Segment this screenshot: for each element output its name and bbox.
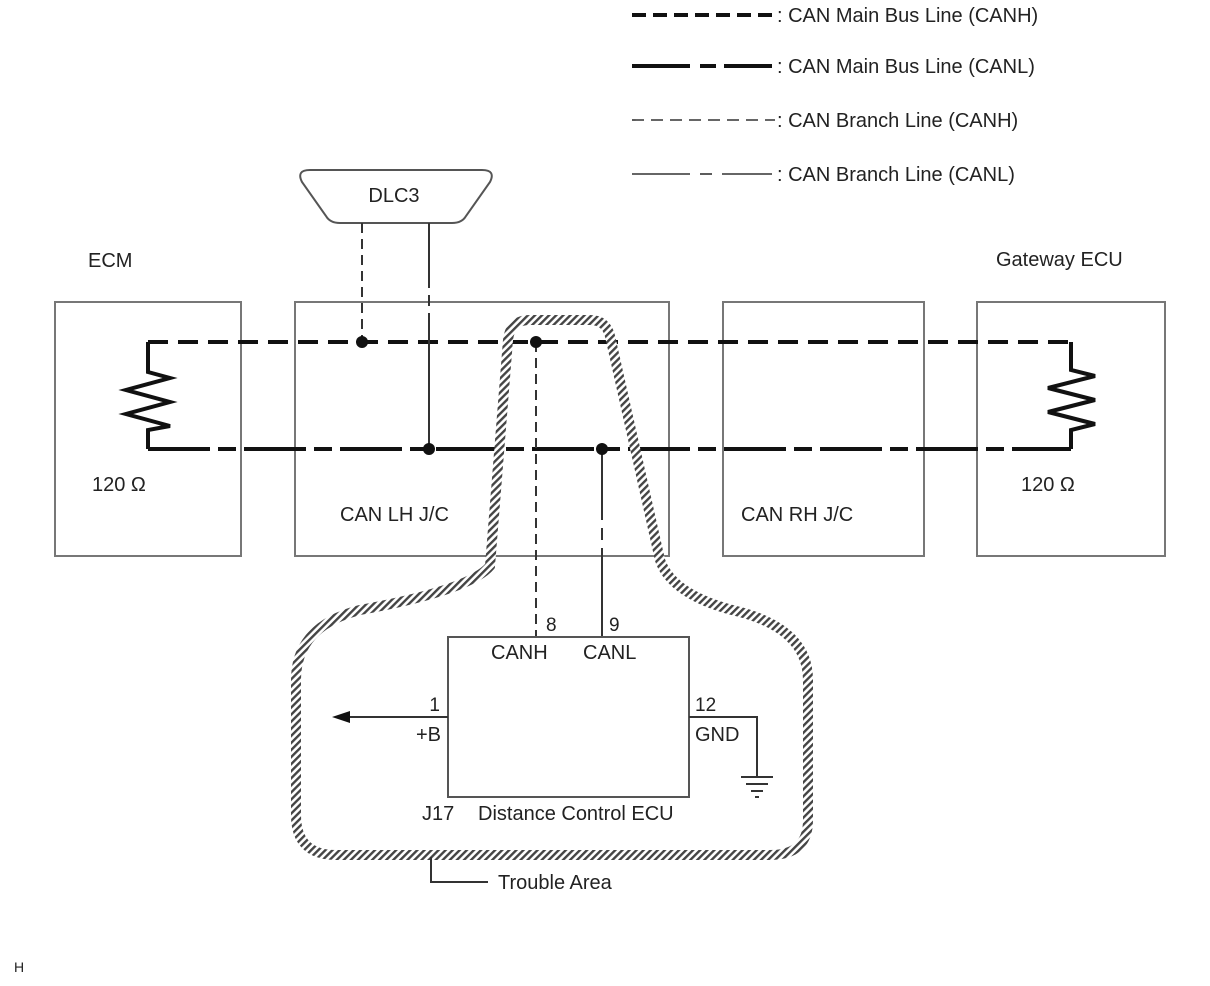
pin-canh-name: CANH [491,642,548,664]
distance-control-ecu-box [447,636,690,798]
legend-branch-canh-label: : CAN Branch Line (CANH) [777,110,1018,132]
gnd-wire [689,716,758,776]
pin-gnd-name: GND [695,724,739,746]
footer-code: H [14,959,24,975]
pin-9-number: 9 [609,615,620,636]
pin-plus-b-name: +B [416,724,441,746]
gateway-ecu-title: Gateway ECU [996,249,1123,271]
legend-branch-canl-label: : CAN Branch Line (CANL) [777,164,1015,186]
junction-dot [530,336,542,348]
gateway-resistor-value: 120 Ω [1021,474,1075,496]
legend-main-canl-label: : CAN Main Bus Line (CANL) [777,56,1035,78]
ecu-name: Distance Control ECU [478,803,674,825]
trouble-area-leader [430,857,488,883]
trouble-area-label: Trouble Area [498,872,613,894]
can-rh-jc-label: CAN RH J/C [741,504,853,526]
gateway-resistor-icon [1047,342,1096,449]
junction-dot [596,443,608,455]
dlc3-connector: DLC3 [299,169,493,224]
ecm-title: ECM [88,250,132,272]
can-rh-jc-box [722,301,925,557]
ecm-box [54,301,242,557]
legend-main-canh-label: : CAN Main Bus Line (CANH) [777,5,1038,27]
trouble-area-outline [291,315,813,860]
junction-dot [423,443,435,455]
gateway-ecu-box [976,301,1166,557]
ecu-connector-code: J17 [422,803,454,825]
arrow-left-icon [332,711,350,723]
pin-1-number: 1 [429,695,440,716]
junction-dot [356,336,368,348]
can-lh-jc-label: CAN LH J/C [340,504,449,526]
can-lh-jc-box [294,301,670,557]
dlc3-label: DLC3 [368,185,419,207]
legend: : CAN Main Bus Line (CANH) : CAN Main Bu… [632,5,1038,186]
ground-icon [741,776,773,798]
pin-8-number: 8 [546,615,557,636]
ecm-resistor-icon [118,342,178,449]
pin-12-number: 12 [695,695,716,716]
pin-canl-name: CANL [583,642,636,664]
ecm-resistor-value: 120 Ω [92,474,146,496]
